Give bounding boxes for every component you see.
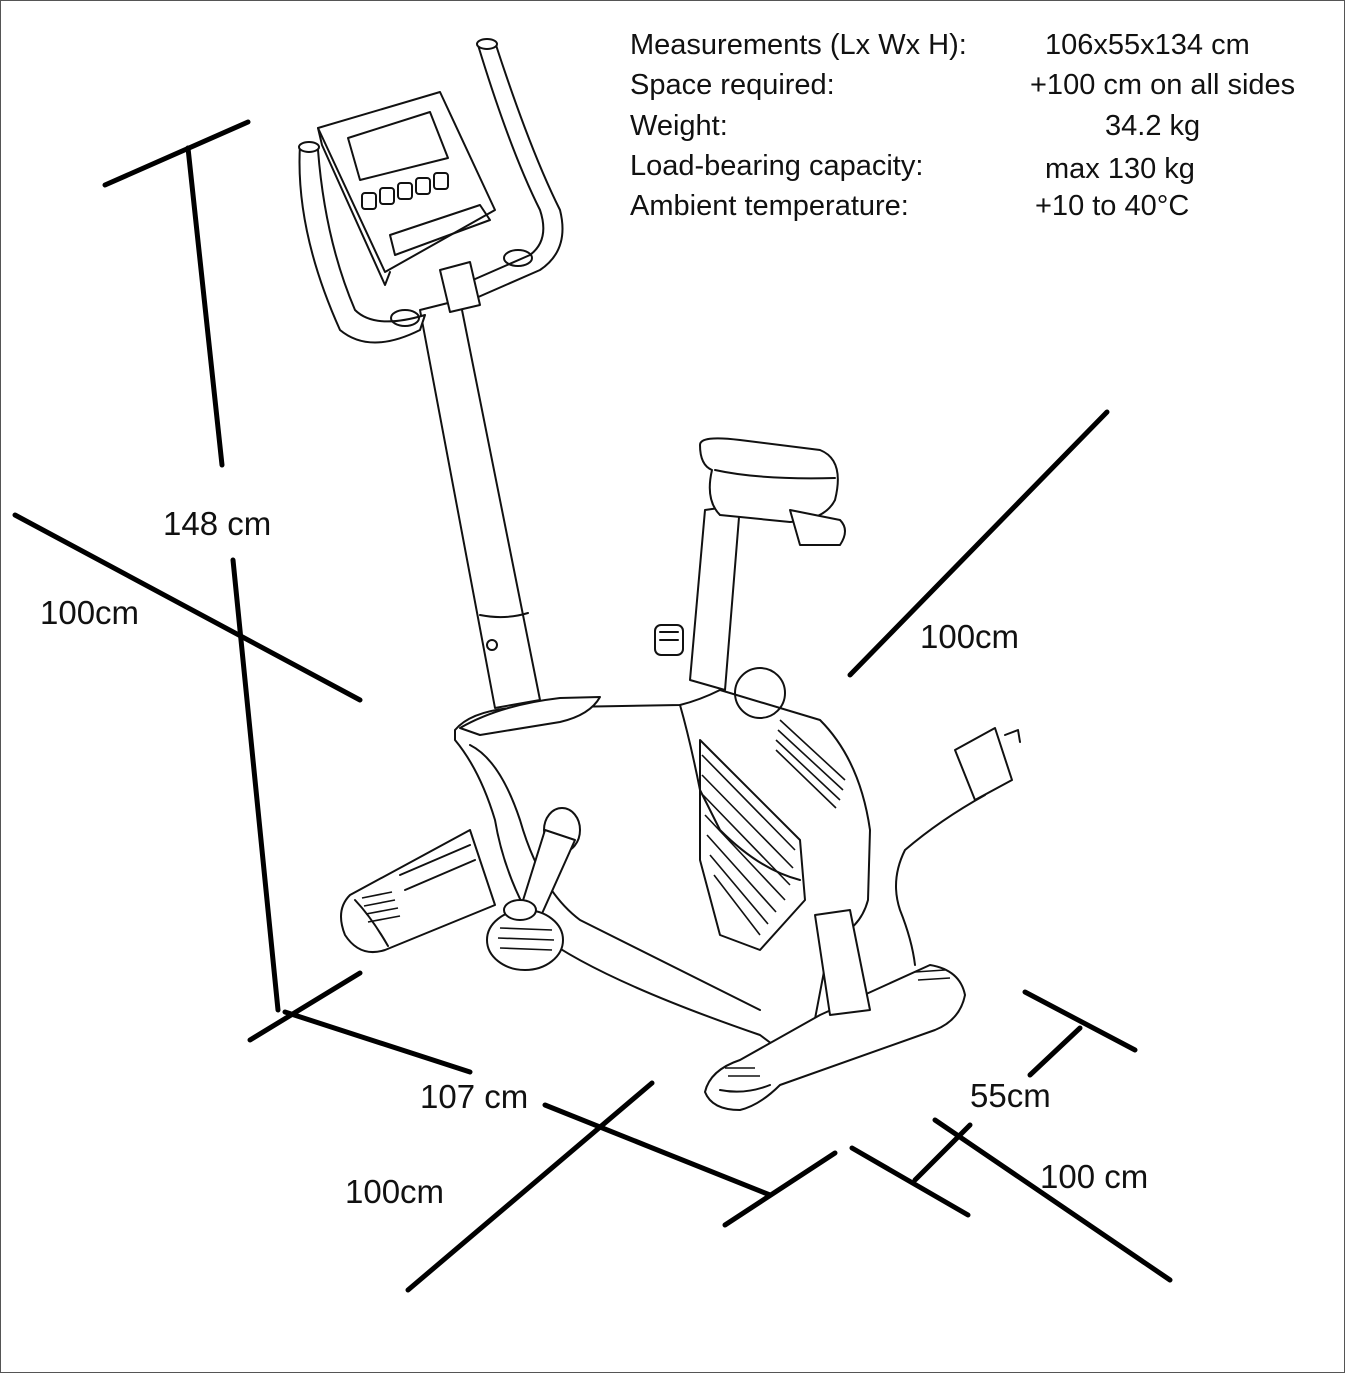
clearance-right-line <box>932 1117 1173 1283</box>
spec-value-load: max 130 kg <box>1045 153 1195 185</box>
handlebar-post <box>419 299 541 709</box>
length-end-tick <box>722 1150 838 1228</box>
seat-assembly <box>689 437 846 691</box>
front-foot-stabilizer <box>704 909 966 1111</box>
clearance-back-line <box>847 409 1110 678</box>
height-label: 148 cm <box>163 505 271 542</box>
height-line-lower <box>230 557 281 1013</box>
clearance-left-label: 100cm <box>40 594 139 631</box>
spec-label-space: Space required: <box>630 69 835 101</box>
specifications-table: Measurements (Lx Wx H): 106x55x134 cm Sp… <box>630 29 1295 222</box>
width-label: 55cm <box>970 1077 1051 1114</box>
spec-value-space: +100 cm on all sides <box>1030 69 1295 101</box>
clearance-front-line <box>405 1080 655 1293</box>
spec-value-weight: 34.2 kg <box>1105 110 1200 142</box>
length-line-right <box>542 1102 773 1198</box>
spec-label-weight: Weight: <box>630 110 728 142</box>
exercise-bike-illustration <box>298 38 1021 1111</box>
spec-label-load: Load-bearing capacity: <box>630 150 923 182</box>
handlebars <box>298 38 564 344</box>
spec-value-temperature: +10 to 40°C <box>1035 190 1189 222</box>
bike-main-frame <box>454 624 871 1051</box>
width-end-tick <box>1022 989 1138 1053</box>
width-start-tick <box>849 1145 971 1218</box>
spec-value-measurements: 106x55x134 cm <box>1045 29 1250 61</box>
height-line-upper <box>185 145 225 468</box>
spec-label-temperature: Ambient temperature: <box>630 190 909 222</box>
length-line-left <box>282 1009 473 1075</box>
dimension-lines <box>12 119 1173 1293</box>
clearance-back-label: 100cm <box>920 618 1019 655</box>
length-start-tick <box>247 970 363 1043</box>
length-label: 107 cm <box>420 1078 528 1115</box>
crank-and-pedal <box>486 807 581 971</box>
rear-foot-stabilizer <box>340 829 496 954</box>
width-line-upper <box>1027 1025 1083 1078</box>
console-display <box>317 91 496 286</box>
clearance-front-label: 100cm <box>345 1173 444 1210</box>
height-top-tick <box>102 119 251 188</box>
clearance-left-line <box>12 512 363 703</box>
dimension-labels: 148 cm 100cm 100cm 107 cm 100cm 55cm 100… <box>40 505 1148 1210</box>
width-line-lower <box>912 1122 973 1183</box>
power-adapter <box>895 727 1021 966</box>
spec-label-measurements: Measurements (Lx Wx H): <box>630 29 967 61</box>
clearance-right-label: 100 cm <box>1040 1158 1148 1195</box>
